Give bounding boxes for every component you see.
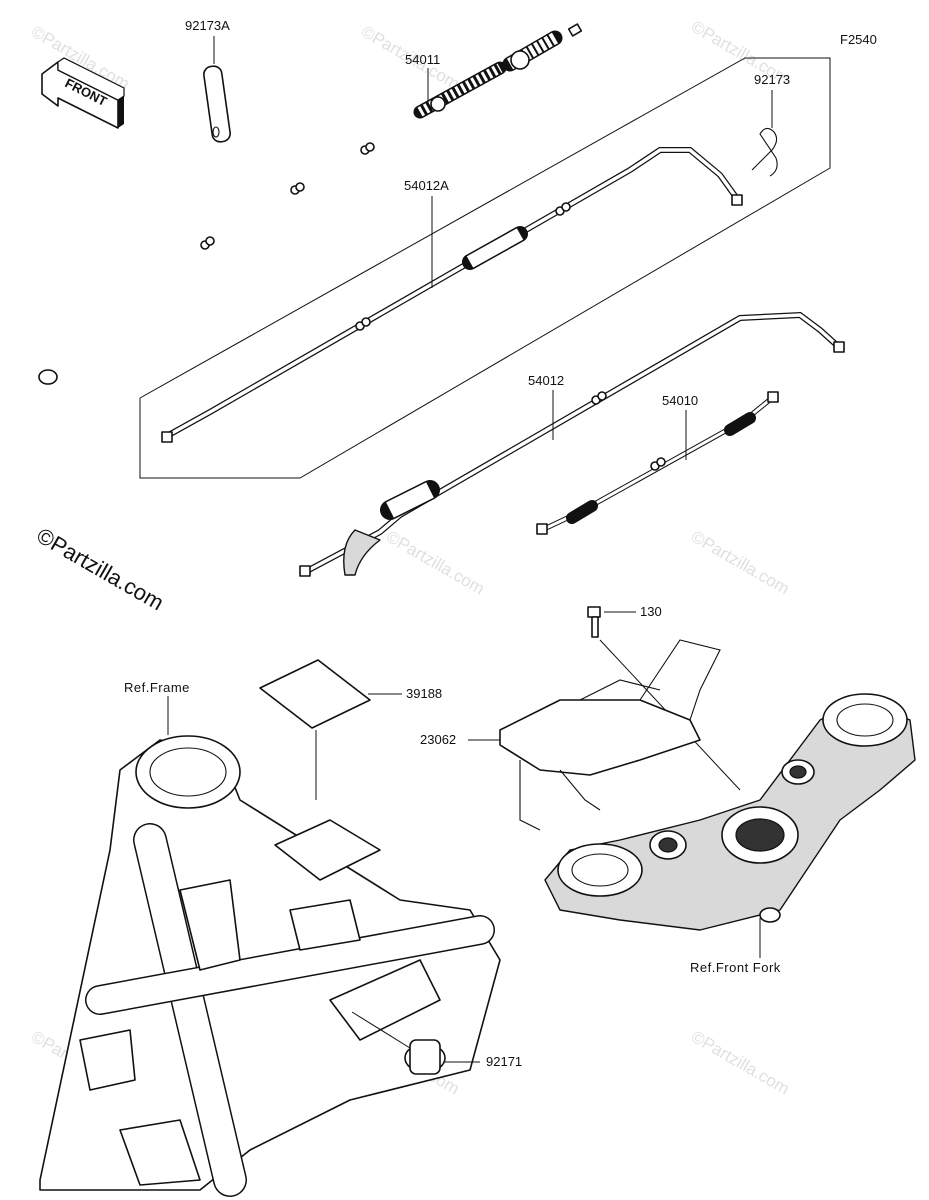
part-label-92171: 92171 [486, 1054, 522, 1069]
cable-54010: 54010 [536, 391, 779, 535]
part-label-130: 130 [640, 604, 662, 619]
cable-group-box [139, 57, 831, 479]
frame-reference: Ref.Frame [39, 680, 501, 1197]
figure-code: F2540 [840, 32, 877, 47]
front-fork-reference: Ref.Front Fork [544, 693, 916, 975]
part-label-54010: 54010 [662, 393, 698, 408]
sticker-39188: 39188 [259, 659, 442, 800]
copyright-text: ©Partzilla.com [33, 523, 169, 616]
part-label-54012A: 54012A [404, 178, 449, 193]
watermark-text: ©Partzilla.com [383, 527, 488, 598]
watermark-text: ©Partzilla.com [688, 527, 793, 598]
ref-frame-label: Ref.Frame [124, 680, 190, 695]
part-label-92173A: 92173A [185, 18, 230, 33]
ref-front-fork-label: Ref.Front Fork [690, 960, 781, 975]
part-label-92173: 92173 [754, 72, 790, 87]
part-label-39188: 39188 [406, 686, 442, 701]
part-label-54011: 54011 [405, 52, 440, 67]
cable-54011: 54011 [38, 23, 586, 385]
part-label-23062: 23062 [420, 732, 456, 747]
clip-92173: 92173 [751, 72, 790, 177]
part-label-54012: 54012 [528, 373, 564, 388]
front-arrow-icon: FRONT [41, 57, 125, 129]
bracket-23062: 23062 [420, 639, 721, 831]
watermark-text: ©Partzilla.com [688, 1027, 793, 1098]
clip-92173A: 92173A [185, 18, 231, 143]
cable-54012A: 54012A [161, 147, 743, 443]
clamp-92171: 92171 [351, 1011, 522, 1075]
cable-54012: 54012 [299, 311, 845, 577]
